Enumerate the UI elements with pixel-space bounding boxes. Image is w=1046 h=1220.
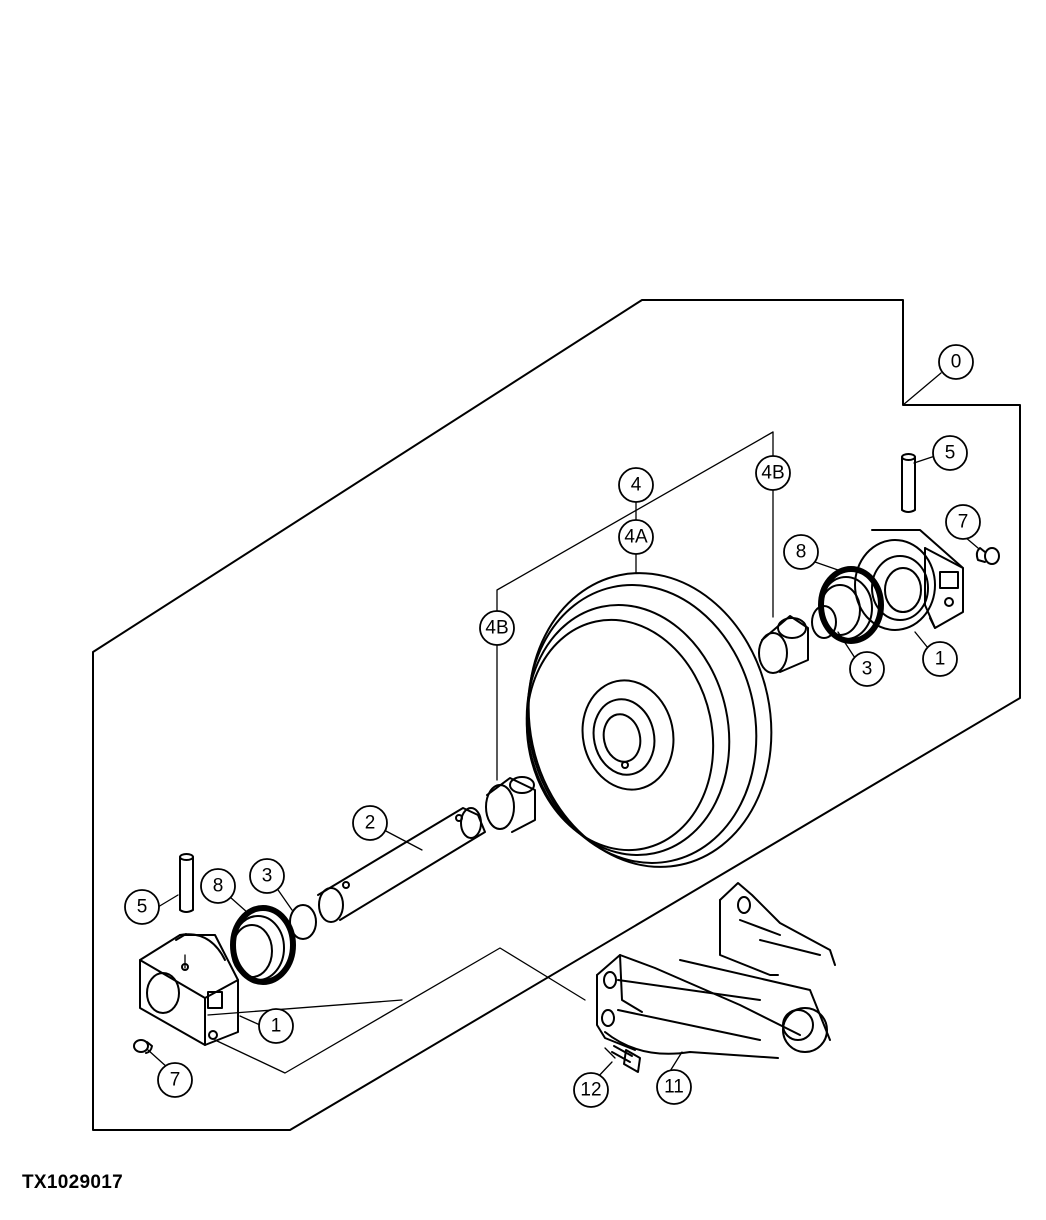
svg-text:4B: 4B (485, 618, 508, 639)
callout-0: 0 (938, 344, 974, 380)
callouts: 0 5 7 4 4A 4B 8 4B 3 1 2 5 8 3 1 7 12 11 (124, 344, 981, 1108)
callout-11: 11 (656, 1069, 692, 1105)
right-seal (818, 566, 884, 644)
svg-text:7: 7 (170, 1070, 181, 1091)
svg-text:5: 5 (137, 897, 148, 918)
left-roller-pin (179, 853, 194, 913)
yoke (596, 882, 836, 1059)
svg-text:11: 11 (664, 1077, 684, 1098)
svg-text:4B: 4B (761, 463, 784, 484)
leader-lines (147, 372, 979, 1081)
svg-text:3: 3 (262, 866, 273, 887)
svg-text:4: 4 (631, 475, 642, 496)
right-roller-pin (901, 453, 916, 513)
svg-text:1: 1 (935, 649, 946, 670)
svg-text:12: 12 (580, 1080, 601, 1101)
callout-4b-left: 4B (479, 610, 515, 646)
svg-text:5: 5 (945, 443, 956, 464)
callout-8-right: 8 (783, 534, 819, 570)
svg-text:4A: 4A (624, 527, 648, 548)
shaft (317, 807, 486, 923)
callout-1-right: 1 (922, 641, 958, 677)
left-bushing (485, 776, 536, 833)
right-plug (975, 547, 1000, 565)
callout-4: 4 (618, 467, 654, 503)
svg-text:1: 1 (271, 1016, 282, 1037)
assembly-boundary (92, 299, 1021, 1131)
left-seal (230, 905, 296, 985)
callout-7-right: 7 (945, 504, 981, 540)
right-bushing (758, 615, 809, 674)
svg-text:0: 0 (951, 352, 962, 373)
idler-wheel (525, 572, 773, 868)
left-plug (133, 1039, 153, 1054)
callout-3-right: 3 (849, 651, 885, 687)
svg-text:8: 8 (796, 542, 807, 563)
svg-text:7: 7 (958, 512, 969, 533)
left-bracket (139, 933, 239, 1046)
callout-4b-upper: 4B (755, 455, 791, 491)
callout-7-left: 7 (157, 1062, 193, 1098)
right-bracket (854, 529, 964, 631)
callout-8-left: 8 (200, 868, 236, 904)
svg-text:2: 2 (365, 813, 376, 834)
callout-12: 12 (573, 1072, 609, 1108)
callout-2: 2 (352, 805, 388, 841)
callout-3-left: 3 (249, 858, 285, 894)
callout-5-right: 5 (932, 435, 968, 471)
svg-text:3: 3 (862, 659, 873, 680)
callout-5-left: 5 (124, 889, 160, 925)
figure-id: TX1029017 (22, 1172, 123, 1193)
callout-4a: 4A (618, 519, 654, 555)
right-o-ring (811, 605, 837, 639)
callout-1-left: 1 (258, 1008, 294, 1044)
svg-text:8: 8 (213, 876, 224, 897)
bolt (611, 1045, 641, 1073)
